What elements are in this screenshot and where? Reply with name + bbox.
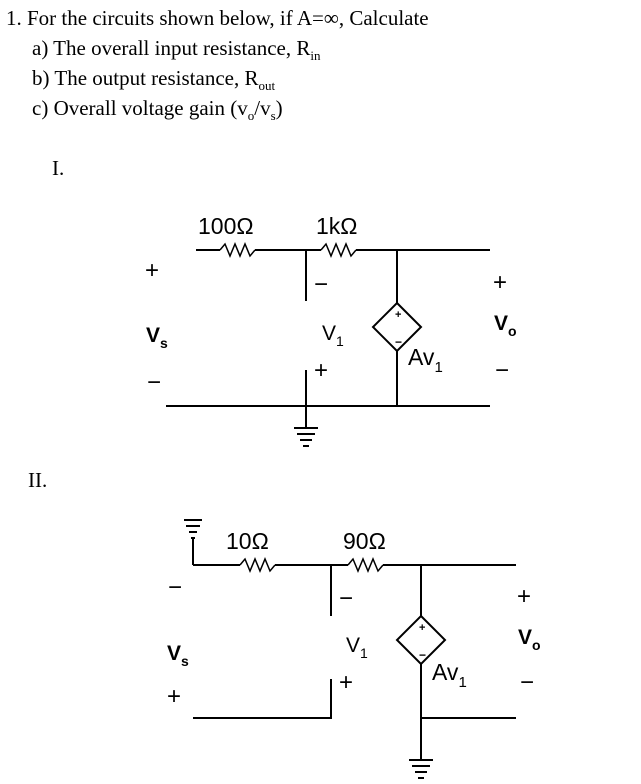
circuit1-r1-label: 100Ω xyxy=(198,213,254,239)
circuit1-vo-subscript: o xyxy=(508,323,517,339)
circuit1-v1-label: V1 xyxy=(322,322,344,349)
circuit1-vs-subscript: s xyxy=(160,335,168,351)
circuit1-vs-label: Vs xyxy=(146,324,168,351)
part-c-mid: /v xyxy=(254,96,271,120)
circuit1-label: I. xyxy=(52,156,65,180)
circuit2-label: II. xyxy=(28,468,48,492)
part-a-text: a) The overall input resistance, R xyxy=(32,36,311,60)
circuit1-vo-label: Vo xyxy=(494,312,517,339)
circuit2-r2-label: 90Ω xyxy=(343,528,386,554)
circuit2-vo-label: Vo xyxy=(518,626,541,653)
circuit1-resistor-1k xyxy=(320,242,357,258)
question-part-b: b) The output resistance, Rout xyxy=(32,66,276,94)
question-part-a: a) The overall input resistance, Rin xyxy=(32,36,321,64)
circuit2-vs-subscript: s xyxy=(181,653,189,669)
circuit2-source-letters: Av xyxy=(432,659,459,685)
circuit1-v1-plus: + xyxy=(314,357,328,384)
circuit2-resistor-10 xyxy=(239,557,276,573)
question-part-c: c) Overall voltage gain (vo/vs) xyxy=(32,96,283,124)
circuit2-left-ground-symbol xyxy=(184,519,202,539)
part-c-sub-o: o xyxy=(247,108,255,124)
circuit1-v1-letter: V xyxy=(322,322,336,345)
circuit2-vs-label: Vs xyxy=(167,642,189,669)
question-title: 1. For the circuits shown below, if A=∞,… xyxy=(6,6,429,30)
circuit1 xyxy=(166,242,490,447)
circuit1-vs-plus: + xyxy=(145,257,159,284)
circuit2-vs-letter: V xyxy=(167,642,181,665)
circuit1-vs-minus: − xyxy=(147,369,161,396)
circuit1-resistor-100 xyxy=(219,242,256,258)
circuit2-vo-minus: − xyxy=(520,669,534,696)
part-a-subscript: in xyxy=(310,48,321,64)
circuit2-vs-minus: − xyxy=(168,574,182,601)
circuit2-v1-plus: + xyxy=(339,669,353,696)
circuit2-vo-letter: V xyxy=(518,626,532,649)
circuit2-r1-label: 10Ω xyxy=(226,528,269,554)
circuit2-resistor-90 xyxy=(347,557,384,573)
part-b-subscript: out xyxy=(258,78,276,94)
circuit1-v1-minus: − xyxy=(314,271,328,298)
circuit1-source-plus-sign: + xyxy=(395,309,401,321)
circuit2-v1-letter: V xyxy=(346,634,360,657)
circuit1-source-subscript: 1 xyxy=(434,359,442,376)
circuit2-vo-subscript: o xyxy=(532,637,541,653)
circuit1-source-letters: Av xyxy=(408,344,435,370)
circuit2-v1-label: V1 xyxy=(346,634,368,661)
circuit1-ground-symbol xyxy=(294,427,318,447)
circuit1-source-minus-sign: − xyxy=(395,335,402,349)
circuit2-source-label: Av1 xyxy=(432,659,467,691)
circuit2-v1-minus: − xyxy=(339,585,353,612)
circuit2-source-minus-sign: − xyxy=(419,648,426,662)
part-c-text: c) Overall voltage gain (v xyxy=(32,96,248,120)
circuit2-source-subscript: 1 xyxy=(458,674,466,691)
circuit1-vs-letter: V xyxy=(146,324,160,347)
circuit2-right-ground-symbol xyxy=(409,759,433,779)
circuit1-r2-label: 1kΩ xyxy=(316,213,358,239)
circuit1-vo-plus: + xyxy=(493,269,507,296)
circuit1-source-label: Av1 xyxy=(408,344,443,376)
part-c-end: ) xyxy=(275,96,283,120)
part-c-sub-s: s xyxy=(270,108,276,124)
circuit2-plus-terminal-wire xyxy=(193,679,332,719)
circuit1-vo-letter: V xyxy=(494,312,508,335)
circuit2-source-plus-sign: + xyxy=(419,622,425,634)
circuit2-v1-subscript: 1 xyxy=(360,645,368,661)
circuit2-vs-plus: + xyxy=(167,683,181,710)
circuit2-vo-plus: + xyxy=(517,583,531,610)
circuit1-v1-subscript: 1 xyxy=(336,333,344,349)
part-b-text: b) The output resistance, R xyxy=(32,66,259,90)
circuit2 xyxy=(184,519,516,779)
circuit1-vo-minus: − xyxy=(495,357,509,384)
